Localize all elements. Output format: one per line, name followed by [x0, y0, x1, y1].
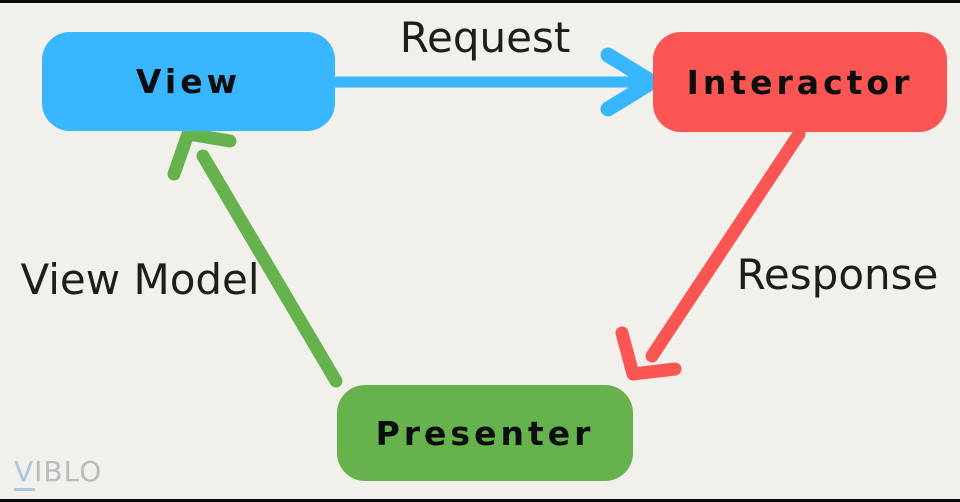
edge-label-request: Request [399, 13, 571, 62]
node-presenter-label: Presenter [375, 413, 595, 453]
node-interactor: Interactor [653, 32, 947, 132]
node-presenter: Presenter [337, 385, 633, 481]
viblo-logo: VIBLO [14, 455, 103, 492]
top-border-bar [0, 0, 960, 3]
view-model-arrow [167, 127, 343, 388]
node-interactor-label: Interactor [686, 62, 914, 102]
response-arrow [615, 127, 806, 381]
edge-label-view-model: View Model [20, 255, 260, 304]
edge-label-response: Response [736, 250, 939, 299]
node-view-label: View [135, 62, 242, 101]
bottom-border-bar [0, 499, 960, 502]
request-arrow [331, 47, 660, 117]
viblo-logo-v: V [14, 456, 36, 492]
viblo-logo-rest: IBLO [34, 455, 103, 488]
node-view: View [42, 32, 335, 131]
